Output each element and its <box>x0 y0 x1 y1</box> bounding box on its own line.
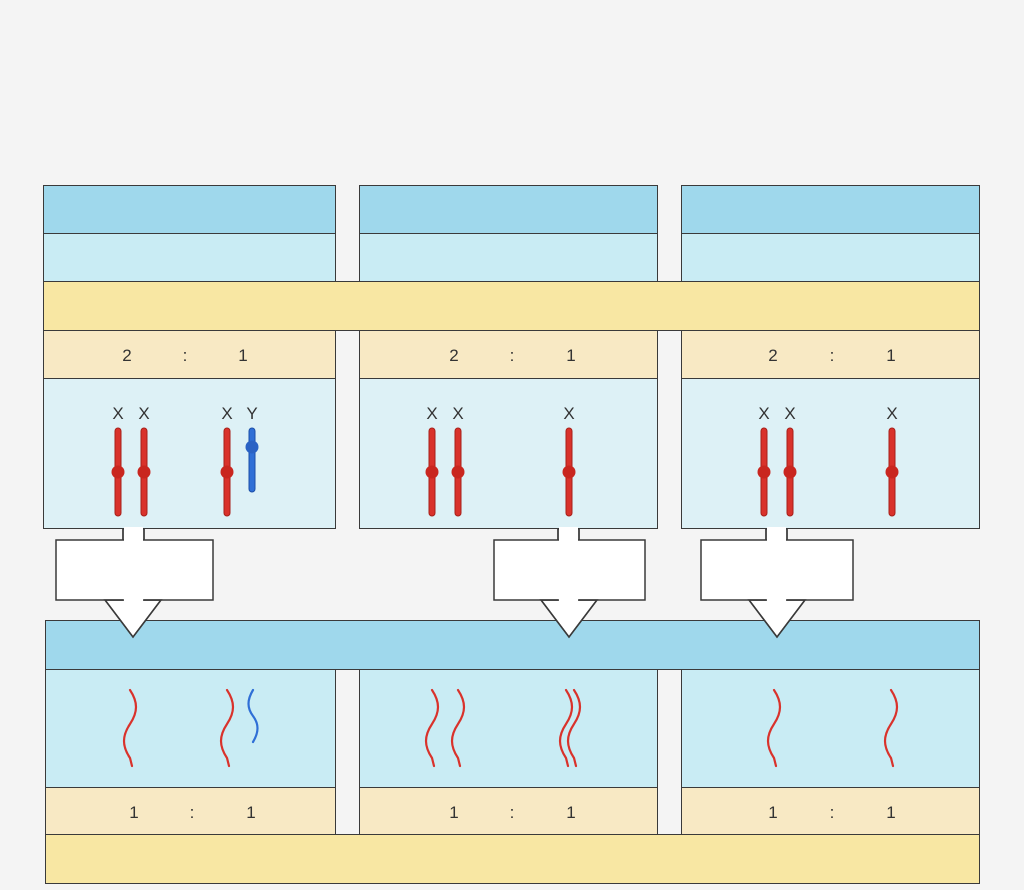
panel-3-subheader-band <box>681 233 980 282</box>
panel-3-left-label-2: X <box>784 404 796 423</box>
panel-3-bottom-ratio-sep: : <box>829 803 835 822</box>
panel-1-chromosome-box <box>43 378 336 529</box>
panel-3-bottom-ratio-row <box>681 787 980 835</box>
red-wavy-strand-icon <box>766 688 782 768</box>
panel-1-left-label-2: X <box>138 404 150 423</box>
panel-2-left-label-2: X <box>452 404 464 423</box>
bottom-blue-band <box>45 620 980 670</box>
panel-1-header-band <box>43 185 336 234</box>
panel-2-chromosome-box <box>359 378 658 529</box>
panel-1-top-ratio-sep: : <box>182 346 188 365</box>
red-wavy-strand-icon <box>424 688 440 768</box>
panel-1-right-label-2: Y <box>246 404 258 423</box>
panel-3-bottom-ratio-left: 1 <box>768 803 778 822</box>
panel-2-top-ratio-right: 1 <box>566 346 576 365</box>
panel-3-chromosomes <box>757 427 899 517</box>
panel-2-bottom-ratio-sep: : <box>509 803 515 822</box>
panel-1-bottom-ratio-sep: : <box>189 803 195 822</box>
panel-3-top-ratio-sep: : <box>829 346 835 365</box>
red-wavy-strand-icon <box>566 688 582 768</box>
panel-3-strand-box <box>681 669 980 788</box>
panel-1-chromosomes <box>111 427 259 517</box>
panel-2-top-ratio-sep: : <box>509 346 515 365</box>
y-chromosome-icon <box>245 427 259 493</box>
panel-3-bottom-ratio-right: 1 <box>886 803 896 822</box>
red-wavy-strand-icon <box>219 688 235 768</box>
panel-1-top-ratio-row <box>43 330 336 379</box>
panel-1-callout-overlay <box>55 539 214 601</box>
panel-3-left-label-1: X <box>758 404 770 423</box>
panel-3-right-label-1: X <box>886 404 898 423</box>
top-yellow-band <box>43 281 980 331</box>
x-chromosome-icon <box>757 427 771 517</box>
red-wavy-strand-icon <box>558 688 574 768</box>
x-chromosome-icon <box>451 427 465 517</box>
panel-3-top-ratio-left: 2 <box>768 346 778 365</box>
x-chromosome-icon <box>783 427 797 517</box>
bottom-yellow-band <box>45 834 980 884</box>
x-chromosome-icon <box>562 427 576 517</box>
x-chromosome-icon <box>137 427 151 517</box>
x-chromosome-icon <box>111 427 125 517</box>
x-chromosome-icon <box>425 427 439 517</box>
panel-1-strand-box <box>45 669 336 788</box>
panel-2-left-label-1: X <box>426 404 438 423</box>
x-chromosome-icon <box>885 427 899 517</box>
panel-2-bottom-ratio-row <box>359 787 658 835</box>
panel-2-strand-box <box>359 669 658 788</box>
panel-2-bottom-ratio-right: 1 <box>566 803 576 822</box>
panel-2-top-ratio-row <box>359 330 658 379</box>
panel-2-chromosomes <box>425 427 576 517</box>
red-wavy-strand-icon <box>122 688 138 768</box>
panel-3-top-ratio-right: 1 <box>886 346 896 365</box>
panel-1-bottom-ratio-right: 1 <box>246 803 256 822</box>
red-wavy-strand-icon <box>883 688 899 768</box>
panel-3-top-ratio-row <box>681 330 980 379</box>
panel-1-left-label-1: X <box>112 404 124 423</box>
blue-wavy-strand-icon <box>247 688 259 744</box>
panel-1-bottom-ratio-left: 1 <box>129 803 139 822</box>
panel-2-top-ratio-left: 2 <box>449 346 459 365</box>
panel-1-bottom-ratio-row <box>45 787 336 835</box>
panel-2-bottom-ratio-left: 1 <box>449 803 459 822</box>
panel-1-top-ratio-left: 2 <box>122 346 132 365</box>
panel-1-right-label-1: X <box>221 404 233 423</box>
red-wavy-strand-icon <box>450 688 466 768</box>
panel-2-right-label-1: X <box>563 404 575 423</box>
x-chromosome-icon <box>220 427 234 517</box>
panel-2-callout-overlay <box>493 539 646 601</box>
panel-1-top-ratio-right: 1 <box>238 346 248 365</box>
panel-3-chromosome-box <box>681 378 980 529</box>
panel-3-callout-overlay <box>700 539 854 601</box>
panel-2-subheader-band <box>359 233 658 282</box>
panel-1-subheader-band <box>43 233 336 282</box>
